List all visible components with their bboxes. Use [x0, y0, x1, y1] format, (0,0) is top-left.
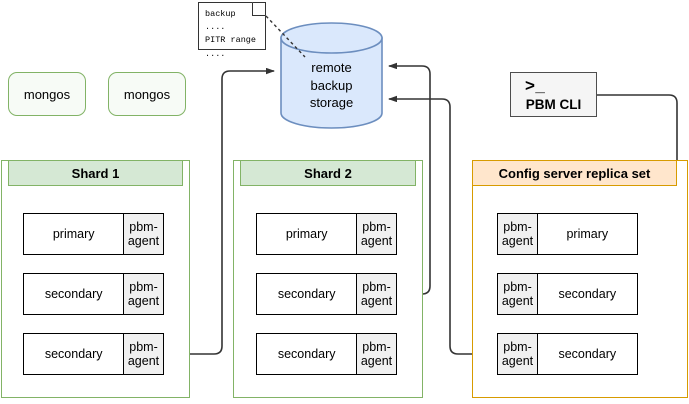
note-line: backup — [205, 9, 236, 19]
pbm-agent-label-line-2: agent — [501, 294, 534, 308]
pbm-agent-label-line-1: pbm- — [362, 220, 391, 234]
storage-label-line-3: storage — [309, 95, 354, 111]
member-role: secondary — [23, 333, 125, 375]
shard-1-member-secondary-1[interactable]: secondary pbm- agent — [23, 273, 164, 315]
pbm-agent-label-line-2: agent — [127, 354, 160, 368]
mongos-router-1[interactable]: mongos — [8, 72, 86, 116]
pbm-agent-box[interactable]: pbm- agent — [356, 213, 397, 255]
backup-pitr-note: backup .... PITR range .... — [198, 2, 266, 59]
pbm-agent-label-line-1: pbm- — [362, 280, 391, 294]
shard-2-member-secondary-2[interactable]: secondary pbm- agent — [256, 333, 397, 375]
shard2-agent-to-storage-connector — [388, 62, 431, 295]
mongos-router-2[interactable]: mongos — [108, 72, 186, 116]
member-role: primary — [536, 213, 638, 255]
shard-1-member-secondary-2[interactable]: secondary pbm- agent — [23, 333, 164, 375]
member-role: primary — [23, 213, 125, 255]
pbm-cli-box[interactable]: >_ PBM CLI — [510, 72, 597, 117]
member-role: secondary — [536, 273, 638, 315]
shard1-agent-to-storage-connector — [163, 67, 275, 355]
shard-1-member-primary[interactable]: primary pbm- agent — [23, 213, 164, 255]
pbm-agent-label-line-2: agent — [501, 234, 534, 248]
terminal-prompt-icon: >_ — [525, 76, 546, 95]
pbm-agent-label-line-1: pbm- — [503, 280, 532, 294]
member-role: secondary — [536, 333, 638, 375]
mongos-label: mongos — [123, 86, 171, 102]
mongos-label: mongos — [23, 86, 71, 102]
pbm-agent-label-line-2: agent — [360, 234, 393, 248]
pbm-agent-box[interactable]: pbm- agent — [497, 333, 538, 375]
config-agent-to-storage-connector — [388, 95, 497, 355]
pbm-cli-label: PBM CLI — [525, 97, 582, 112]
pbm-agent-box[interactable]: pbm- agent — [123, 213, 164, 255]
pbm-agent-label-line-1: pbm- — [362, 340, 391, 354]
member-role: secondary — [256, 273, 358, 315]
shard-2-member-primary[interactable]: primary pbm- agent — [256, 213, 397, 255]
config-member-primary[interactable]: primary pbm- agent — [497, 213, 638, 255]
pbm-agent-box[interactable]: pbm- agent — [497, 213, 538, 255]
pbm-agent-box[interactable]: pbm- agent — [356, 333, 397, 375]
member-role: primary — [256, 213, 358, 255]
member-role: secondary — [23, 273, 125, 315]
config-member-secondary-2[interactable]: secondary pbm- agent — [497, 333, 638, 375]
pbm-agent-box[interactable]: pbm- agent — [356, 273, 397, 315]
pbm-agent-label-line-2: agent — [127, 294, 160, 308]
storage-label-line-1: remote — [311, 60, 352, 75]
pbm-agent-box[interactable]: pbm- agent — [123, 273, 164, 315]
pbm-agent-label-line-1: pbm- — [503, 340, 532, 354]
pbm-agent-box[interactable]: pbm- agent — [497, 273, 538, 315]
pbm-agent-label-line-2: agent — [501, 354, 534, 368]
pbm-agent-label-line-1: pbm- — [503, 220, 532, 234]
shard-2-title: Shard 2 — [304, 165, 352, 181]
note-fold-corner — [252, 2, 266, 16]
pbm-agent-label-line-2: agent — [127, 234, 160, 248]
pbm-agent-label-line-2: agent — [360, 354, 393, 368]
note-line: .... — [205, 22, 226, 33]
shard-2-member-secondary-1[interactable]: secondary pbm- agent — [256, 273, 397, 315]
shard-1-title: Shard 1 — [71, 165, 120, 181]
config-server-title: Config server replica set — [498, 165, 651, 181]
shard-2-header: Shard 2 — [240, 160, 416, 186]
pbm-agent-label-line-1: pbm- — [129, 220, 158, 234]
storage-label-line-2: backup — [310, 77, 353, 93]
shard-1-header: Shard 1 — [8, 160, 183, 186]
pbm-agent-label-line-1: pbm- — [129, 340, 158, 354]
pbm-agent-label-line-1: pbm- — [129, 280, 158, 294]
config-member-secondary-1[interactable]: secondary pbm- agent — [497, 273, 638, 315]
remote-backup-storage-label: remote backup storage — [281, 59, 382, 112]
remote-backup-storage-shape — [280, 22, 383, 129]
member-role: secondary — [256, 333, 358, 375]
note-line: .... — [205, 48, 226, 59]
pbm-agent-label-line-2: agent — [360, 294, 393, 308]
note-line: PITR range — [205, 35, 257, 46]
pbm-agent-box[interactable]: pbm- agent — [123, 333, 164, 375]
config-server-replica-set-header: Config server replica set — [472, 160, 677, 186]
